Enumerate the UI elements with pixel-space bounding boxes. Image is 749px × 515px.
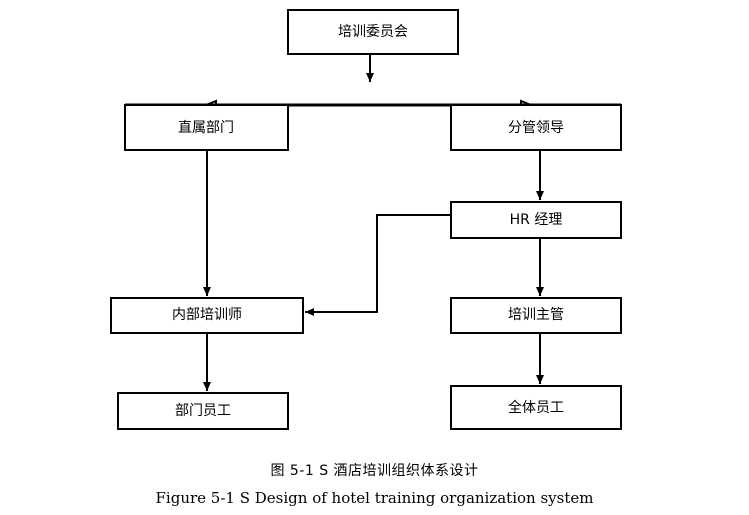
node-hr: HR 经理 (450, 201, 622, 239)
node-supervisor: 培训主管 (450, 297, 622, 334)
node-committee-label: 培训委员会 (338, 24, 408, 40)
node-dept-staff: 部门员工 (117, 392, 289, 430)
node-trainer: 内部培训师 (110, 297, 304, 334)
arrow-hr-to-trainer (305, 214, 451, 316)
node-committee: 培训委员会 (287, 9, 459, 55)
figure-caption-english: Figure 5-1 S Design of hotel training or… (155, 489, 594, 507)
node-all-staff-label: 全体员工 (508, 399, 564, 416)
node-trainer-label: 内部培训师 (172, 307, 242, 323)
node-leader: 分管领导 (450, 104, 622, 151)
node-hr-label: HR 经理 (510, 212, 563, 228)
node-dept-staff-label: 部门员工 (175, 403, 231, 419)
figure-caption-chinese: 图 5-1 S 酒店培训组织体系设计 (270, 463, 479, 479)
node-dept-label: 直属部门 (178, 119, 234, 136)
node-leader-label: 分管领导 (508, 120, 564, 136)
node-all-staff: 全体员工 (450, 385, 622, 430)
node-supervisor-label: 培训主管 (508, 307, 564, 323)
node-dept: 直属部门 (124, 104, 289, 151)
